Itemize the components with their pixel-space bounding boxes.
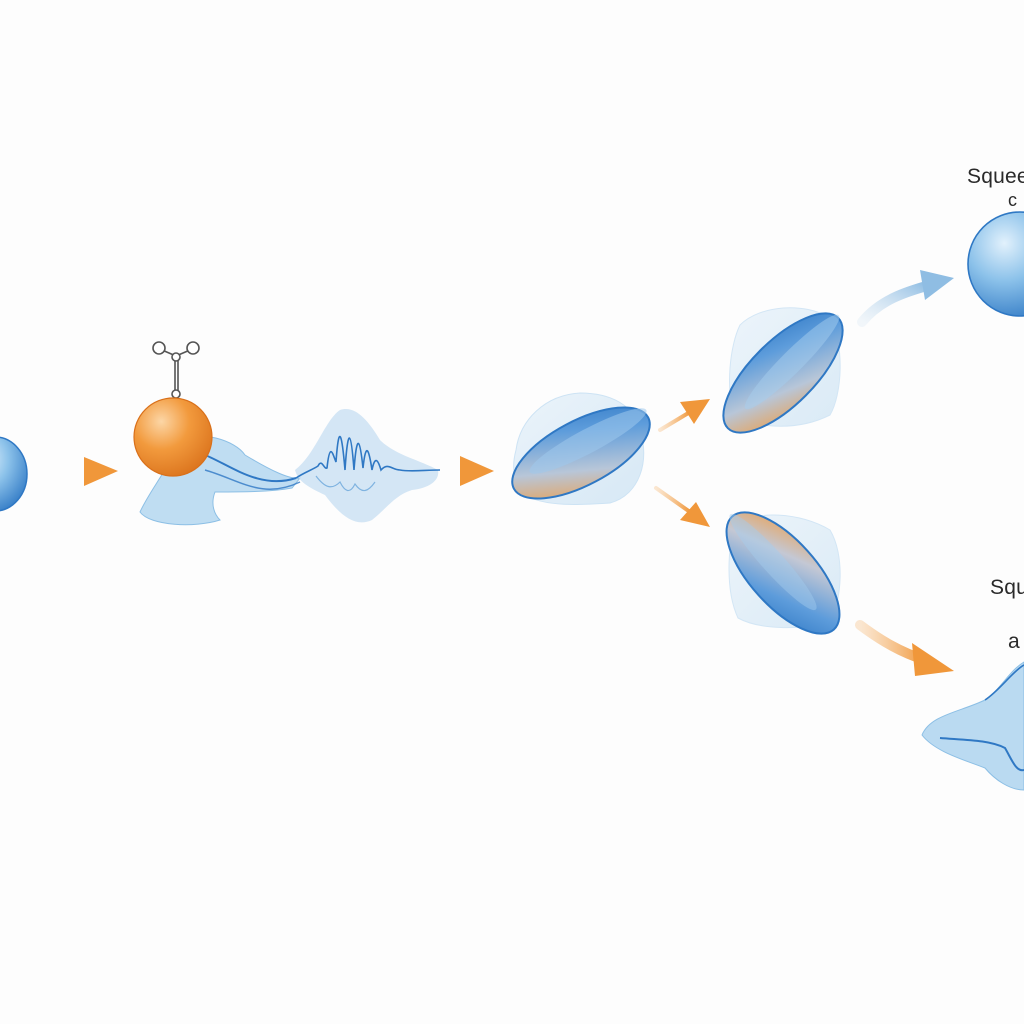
arrow-input-to-source-icon xyxy=(37,457,118,486)
input-state-sphere-icon xyxy=(0,436,28,512)
arrow-to-top-branch-icon xyxy=(658,399,710,432)
bottom-branch-squeezed-state-icon xyxy=(725,511,841,635)
arrow-to-top-output-icon xyxy=(857,270,954,327)
bottom-output-label: Squ xyxy=(990,576,1024,599)
arrow-to-bottom-output-icon xyxy=(855,620,954,676)
bottom-output-distribution-icon xyxy=(921,661,1024,791)
splitter-squeezed-state-icon xyxy=(511,392,651,506)
top-output-sphere-icon xyxy=(967,211,1024,317)
top-branch-squeezed-state-icon xyxy=(722,307,844,434)
wave-packet-icon xyxy=(295,409,441,523)
molecule-icon xyxy=(152,341,200,399)
top-output-label: Squeezeq xyxy=(967,165,1024,188)
arrow-to-bottom-branch-icon xyxy=(654,486,710,527)
top-output-sublabel: c xyxy=(1008,190,1018,210)
bottom-output-sublabel: a xyxy=(1008,630,1020,653)
source-atom-sphere-icon xyxy=(133,397,213,477)
arrow-source-to-splitter-icon xyxy=(407,456,494,486)
